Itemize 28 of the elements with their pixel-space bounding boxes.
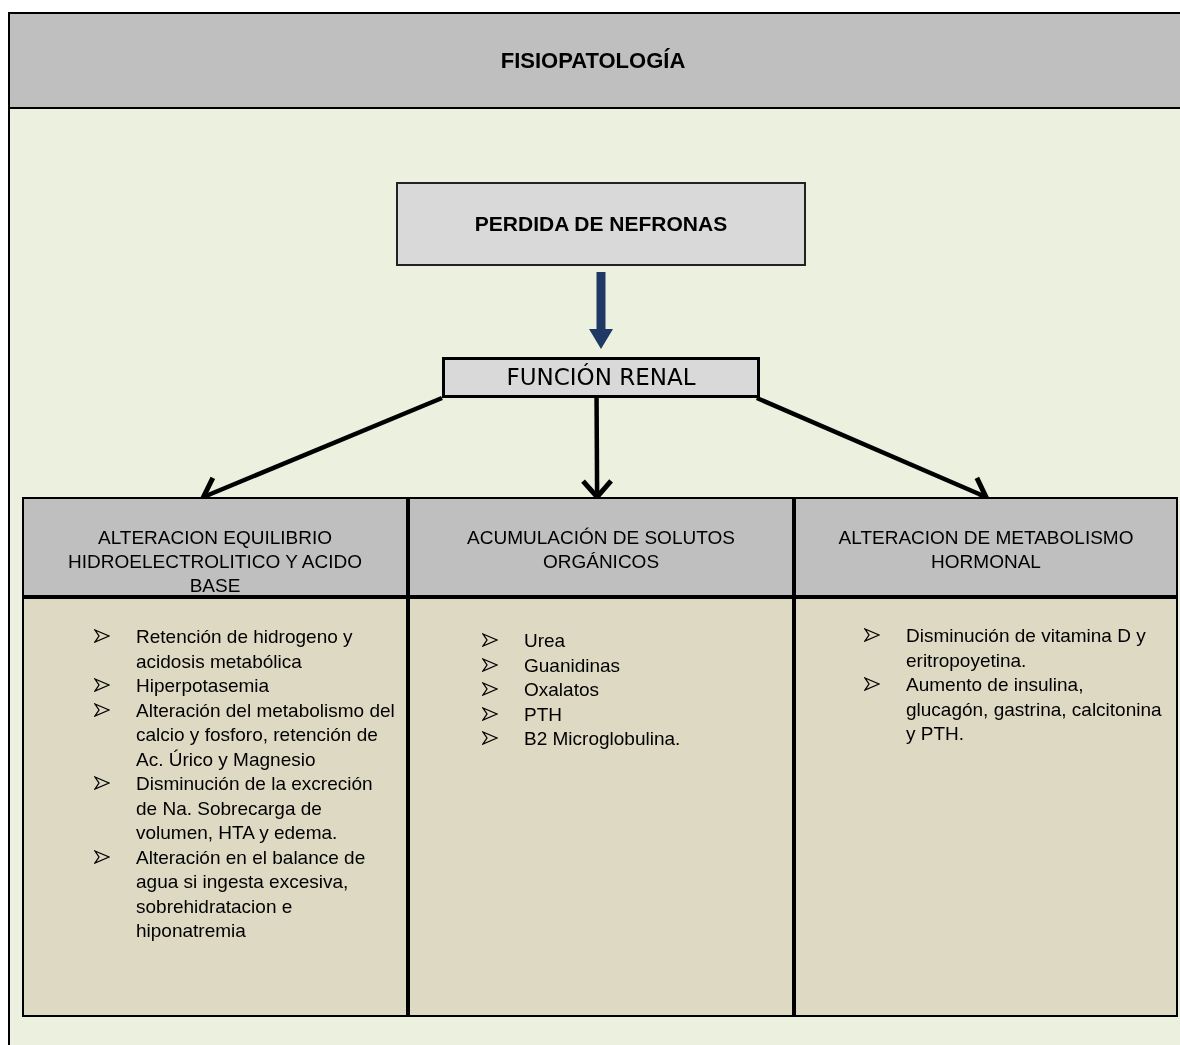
column-body: [794, 597, 1178, 1017]
column-header: [794, 497, 1178, 597]
arrow: [580, 398, 614, 500]
list-item: Alteración del metabolismo del calcio y fosforo, retención de Ac. Úrico y Magnesio: [136, 698, 396, 772]
list-item: Hiperpotasemia: [136, 674, 270, 698]
title-band: FISIOPATOLOGÍA: [8, 12, 1180, 109]
list-item: Disminución de la excreción de Na. Sobrecarga de volumen, HTA y edema.: [136, 772, 374, 845]
header-text: ACUMULACIÓN DE SOLUTOS ORGÁNICOS: [466, 526, 736, 574]
list-item: Aumento de insulina, glucagón, gastrina, calcitonina y PTH.: [906, 673, 1163, 746]
header-text: ALTERACION DE METABOLISMO HORMONAL: [837, 526, 1135, 574]
column-header: [408, 497, 794, 597]
box-label: FUNCIÓN RENAL: [506, 362, 696, 393]
list-item: B2 Microglobulina.: [524, 727, 681, 751]
list-item: Disminución de vitamina D y eritropoyetina.: [906, 624, 1147, 673]
list-item: Alteración en el balance de agua si ingesta excesiva, sobrehidratacion e hiponatremia: [136, 845, 367, 943]
process-box: [442, 357, 760, 398]
list-item: Guanidinas: [524, 653, 621, 678]
list-item: Urea: [524, 629, 566, 653]
list-item: Retención de hidrogeno y acidosis metabólica: [136, 625, 354, 674]
column-body: [408, 597, 794, 1017]
column-body: [22, 597, 408, 1017]
arrow: [589, 272, 613, 349]
box-title: PERDIDA DE NEFRONAS: [474, 211, 728, 238]
header-text: ALTERACION EQUILIBRIO HIDROELECTROLITICO Y ACIDO BASE: [67, 526, 363, 598]
list-item: Oxalatos: [524, 678, 599, 702]
process-box: [396, 182, 806, 266]
column-header: [22, 497, 408, 597]
list-item: PTH: [524, 702, 562, 727]
